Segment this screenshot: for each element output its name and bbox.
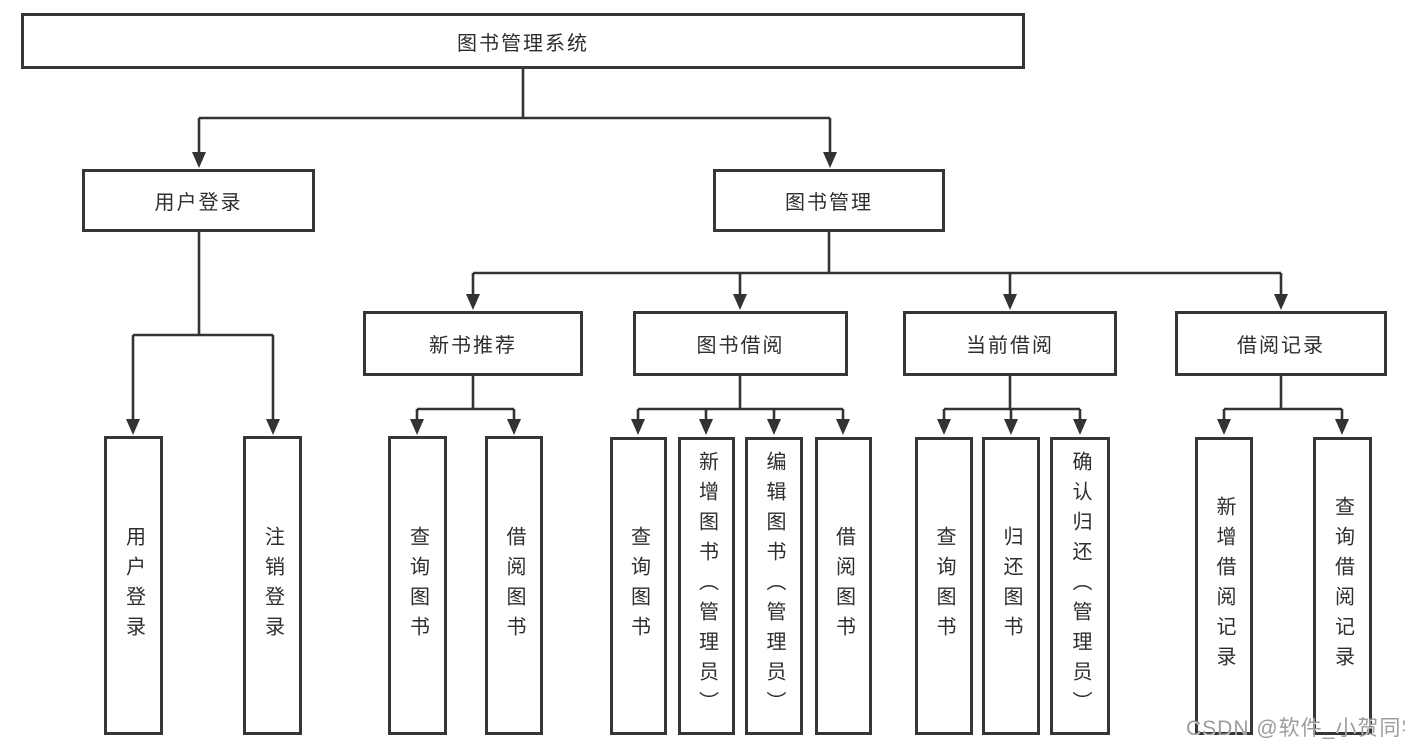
leaf-borrow-add-books-admin: 新增图书（管理员）	[678, 437, 735, 735]
leaf-borrow-edit-books-admin: 编辑图书（管理员）	[745, 437, 803, 735]
leaf-current-confirm-return-admin: 确认归还（管理员）	[1050, 437, 1110, 735]
leaf-newbooks-borrow-books: 借阅图书	[485, 436, 543, 735]
leaf-logout: 注销登录	[243, 436, 302, 735]
node-root: 图书管理系统	[21, 13, 1025, 69]
node-user-login: 用户登录	[82, 169, 315, 232]
leaf-current-query-books: 查询图书	[915, 437, 973, 735]
watermark: CSDN @软件_小贺同学	[1186, 717, 1405, 740]
node-book-borrow: 图书借阅	[633, 311, 848, 376]
leaf-records-query-record: 查询借阅记录	[1313, 437, 1372, 735]
node-borrow-records: 借阅记录	[1175, 311, 1387, 376]
node-book-management: 图书管理	[713, 169, 945, 232]
leaf-user-login: 用户登录	[104, 436, 163, 735]
node-current-borrow: 当前借阅	[903, 311, 1117, 376]
leaf-borrow-borrow-books: 借阅图书	[815, 437, 872, 735]
node-new-book-recommend: 新书推荐	[363, 311, 583, 376]
leaf-current-return-books: 归还图书	[982, 437, 1040, 735]
leaf-records-add-record: 新增借阅记录	[1195, 437, 1253, 735]
leaf-borrow-query-books: 查询图书	[610, 437, 667, 735]
leaf-newbooks-query-books: 查询图书	[388, 436, 447, 735]
